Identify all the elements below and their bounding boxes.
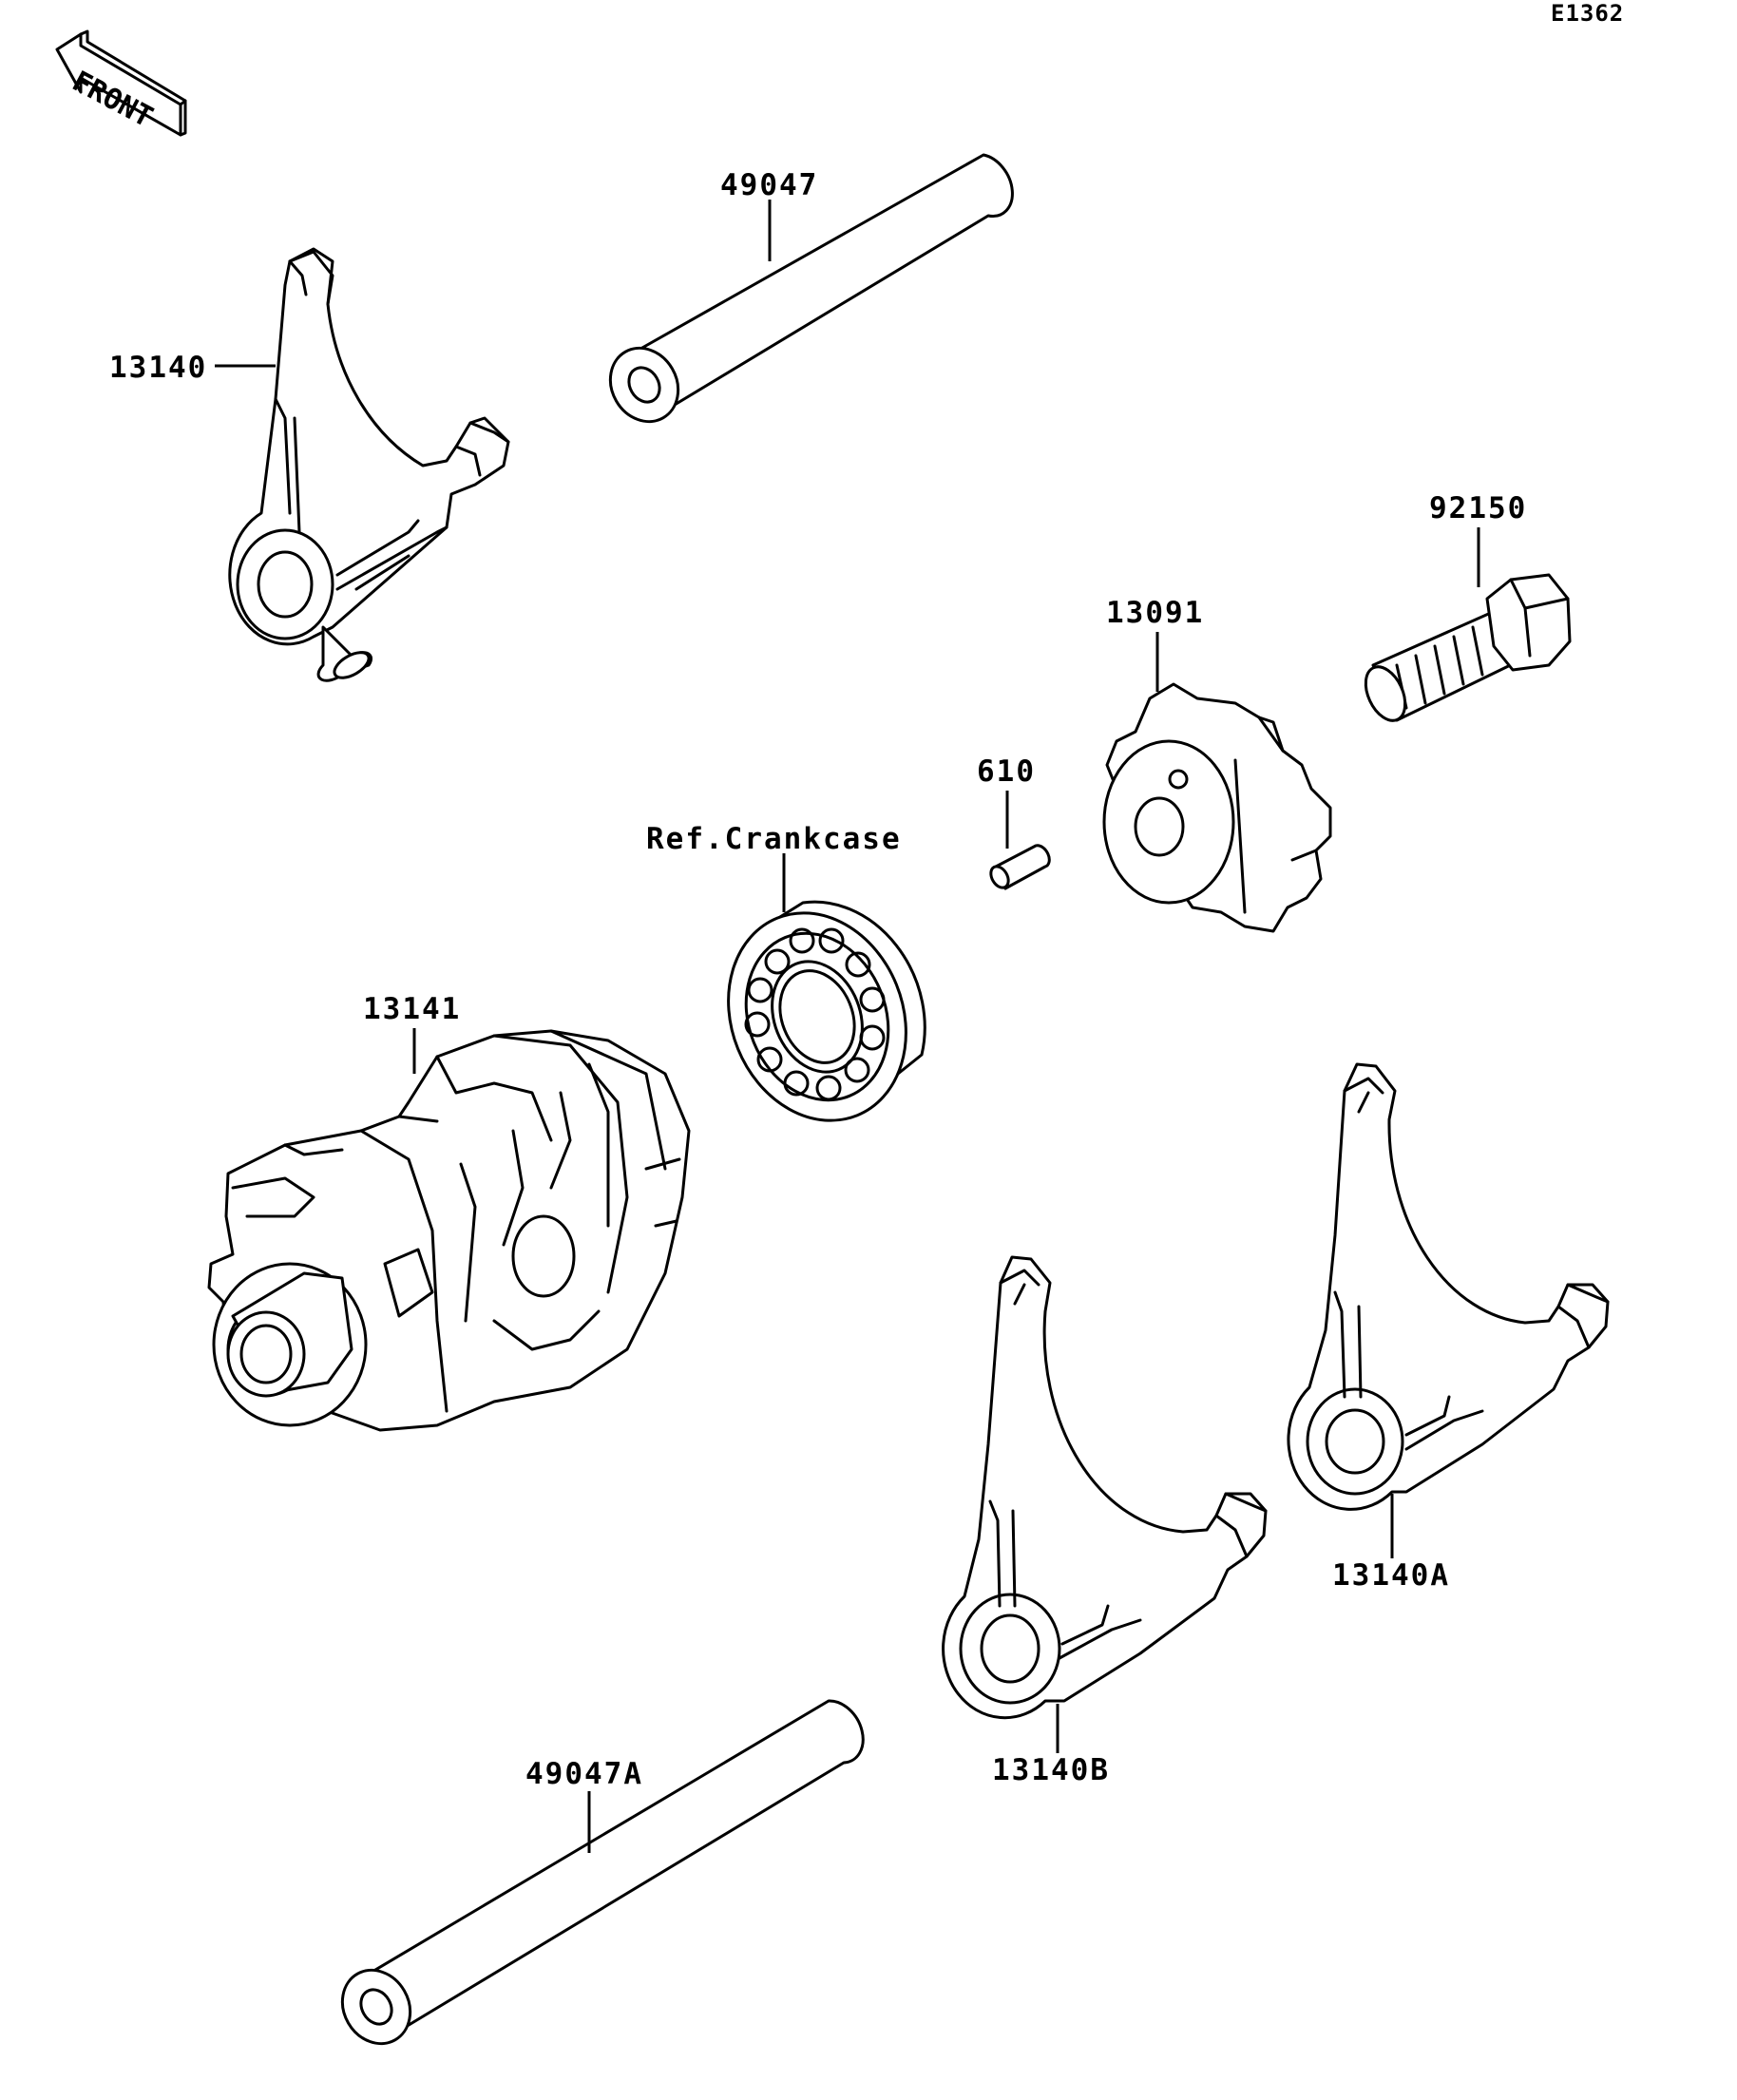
shift-fork-13140A <box>1287 1062 1610 1511</box>
label-49047: 49047 <box>720 168 818 202</box>
shift-fork-13140 <box>228 247 510 682</box>
bearing-ref-crankcase <box>727 900 926 1122</box>
label-13141: 13141 <box>363 992 461 1026</box>
shift-drum-13141 <box>207 1029 691 1432</box>
label-ref-crankcase: Ref.Crankcase <box>646 822 902 856</box>
label-49047A: 49047A <box>525 1757 643 1791</box>
front-arrow-icon <box>55 29 187 137</box>
shift-fork-13140B <box>942 1255 1268 1720</box>
bolt-92150 <box>1364 573 1572 722</box>
pin-610 <box>989 844 1051 890</box>
shift-rod-49047 <box>608 153 1014 424</box>
pin-plate-13091 <box>1102 682 1332 933</box>
label-610: 610 <box>977 754 1036 789</box>
label-13140: 13140 <box>109 351 207 385</box>
label-13140B: 13140B <box>992 1753 1110 1787</box>
label-13091: 13091 <box>1106 596 1204 630</box>
shift-rod-49047A <box>340 1699 865 2046</box>
diagram-code-label: E1362 <box>1551 0 1624 27</box>
label-13140A: 13140A <box>1332 1558 1450 1593</box>
label-92150: 92150 <box>1429 491 1527 525</box>
